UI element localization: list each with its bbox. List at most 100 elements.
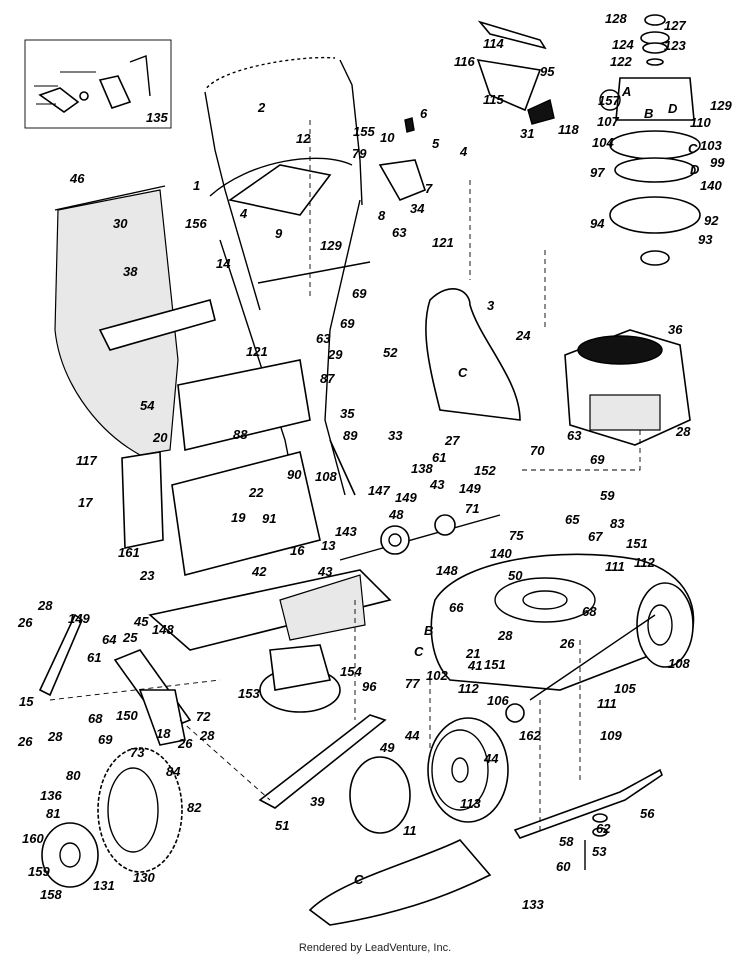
callout-63: 63 [316, 331, 331, 346]
callout-23: 23 [139, 568, 155, 583]
callout-115: 115 [483, 92, 504, 107]
callout-50: 50 [508, 568, 523, 583]
callout-154: 154 [340, 664, 362, 679]
callout-C: C [458, 365, 468, 380]
callout-59: 59 [600, 488, 615, 503]
callout-13: 13 [321, 538, 336, 553]
callout-44: 44 [483, 751, 499, 766]
callout-136: 136 [40, 788, 62, 803]
bag-frame [177, 359, 311, 451]
callout-2: 2 [257, 100, 266, 115]
callout-42: 42 [251, 564, 267, 579]
callout-D: D [668, 101, 678, 116]
callout-111: 111 [597, 696, 617, 711]
callout-149: 149 [68, 611, 90, 626]
callout-95: 95 [540, 64, 555, 79]
callout-159: 159 [28, 864, 50, 879]
callout-69: 69 [590, 452, 605, 467]
callout-9: 9 [275, 226, 283, 241]
callout-80: 80 [66, 768, 81, 783]
callout-28: 28 [199, 728, 215, 743]
callout-147: 147 [368, 483, 390, 498]
callout-93: 93 [698, 232, 713, 247]
callout-38: 38 [123, 264, 138, 279]
callout-63: 63 [392, 225, 407, 240]
callout-B: B [424, 623, 433, 638]
callout-43: 43 [317, 564, 333, 579]
baffle-plate [258, 714, 387, 809]
callout-27: 27 [444, 433, 460, 448]
callout-61: 61 [87, 650, 101, 665]
callout-4: 4 [459, 144, 468, 159]
callout-121: 121 [432, 235, 454, 250]
callout-65: 65 [565, 512, 580, 527]
callout-108: 108 [668, 656, 690, 671]
callout-112: 112 [634, 555, 655, 570]
callout-73: 73 [130, 745, 145, 760]
callout-36: 36 [668, 322, 683, 337]
callout-20: 20 [152, 430, 168, 445]
engine [564, 329, 691, 446]
rear-wheel-right [636, 582, 694, 668]
callout-66: 66 [449, 600, 464, 615]
callout-94: 94 [590, 216, 605, 231]
callout-8: 8 [378, 208, 386, 223]
callout-131: 131 [93, 878, 115, 893]
callout-96: 96 [362, 679, 377, 694]
callout-129: 129 [710, 98, 732, 113]
callout-26: 26 [17, 734, 33, 749]
callout-133: 133 [522, 897, 544, 912]
callout-150: 150 [116, 708, 138, 723]
callout-41: 41 [467, 658, 482, 673]
callout-109: 109 [600, 728, 622, 743]
callout-17: 17 [78, 495, 93, 510]
callout-53: 53 [592, 844, 607, 859]
callout-64: 64 [102, 632, 117, 647]
callout-158: 158 [40, 887, 62, 902]
callout-108: 108 [315, 469, 337, 484]
callout-12: 12 [296, 131, 311, 146]
callout-118: 118 [558, 122, 579, 137]
callout-28: 28 [675, 424, 691, 439]
callout-19: 19 [231, 510, 246, 525]
callout-149: 149 [459, 481, 481, 496]
callout-24: 24 [515, 328, 531, 343]
callout-44: 44 [404, 728, 420, 743]
callout-46: 46 [69, 171, 85, 186]
callout-68: 68 [88, 711, 103, 726]
callout-104: 104 [592, 135, 614, 150]
callout-69: 69 [340, 316, 355, 331]
callout-3: 3 [487, 298, 495, 313]
callout-28: 28 [497, 628, 513, 643]
callout-68: 68 [582, 604, 597, 619]
drive-wheel [41, 747, 183, 888]
callout-29: 29 [327, 347, 343, 362]
callout-117: 117 [76, 453, 97, 468]
callout-16: 16 [290, 543, 305, 558]
callout-124: 124 [612, 37, 634, 52]
callout-160: 160 [22, 831, 44, 846]
callout-69: 69 [352, 286, 367, 301]
lower-handle [219, 199, 371, 496]
callout-103: 103 [700, 138, 722, 153]
deflector [308, 839, 492, 926]
height-lever-left [38, 613, 83, 697]
callout-10: 10 [380, 130, 395, 145]
callout-21: 21 [465, 646, 480, 661]
callout-6: 6 [420, 106, 428, 121]
callout-130: 130 [133, 870, 155, 885]
callout-28: 28 [37, 598, 53, 613]
callout-105: 105 [614, 681, 636, 696]
callout-63: 63 [567, 428, 582, 443]
front-wheel [427, 717, 509, 823]
callout-C: C [414, 644, 424, 659]
callout-129: 129 [320, 238, 342, 253]
callout-45: 45 [133, 614, 149, 629]
callout-152: 152 [474, 463, 496, 478]
callout-54: 54 [140, 398, 155, 413]
callout-67: 67 [588, 529, 603, 544]
callout-60: 60 [556, 859, 571, 874]
callout-81: 81 [46, 806, 60, 821]
callout-113: 113 [460, 796, 481, 811]
